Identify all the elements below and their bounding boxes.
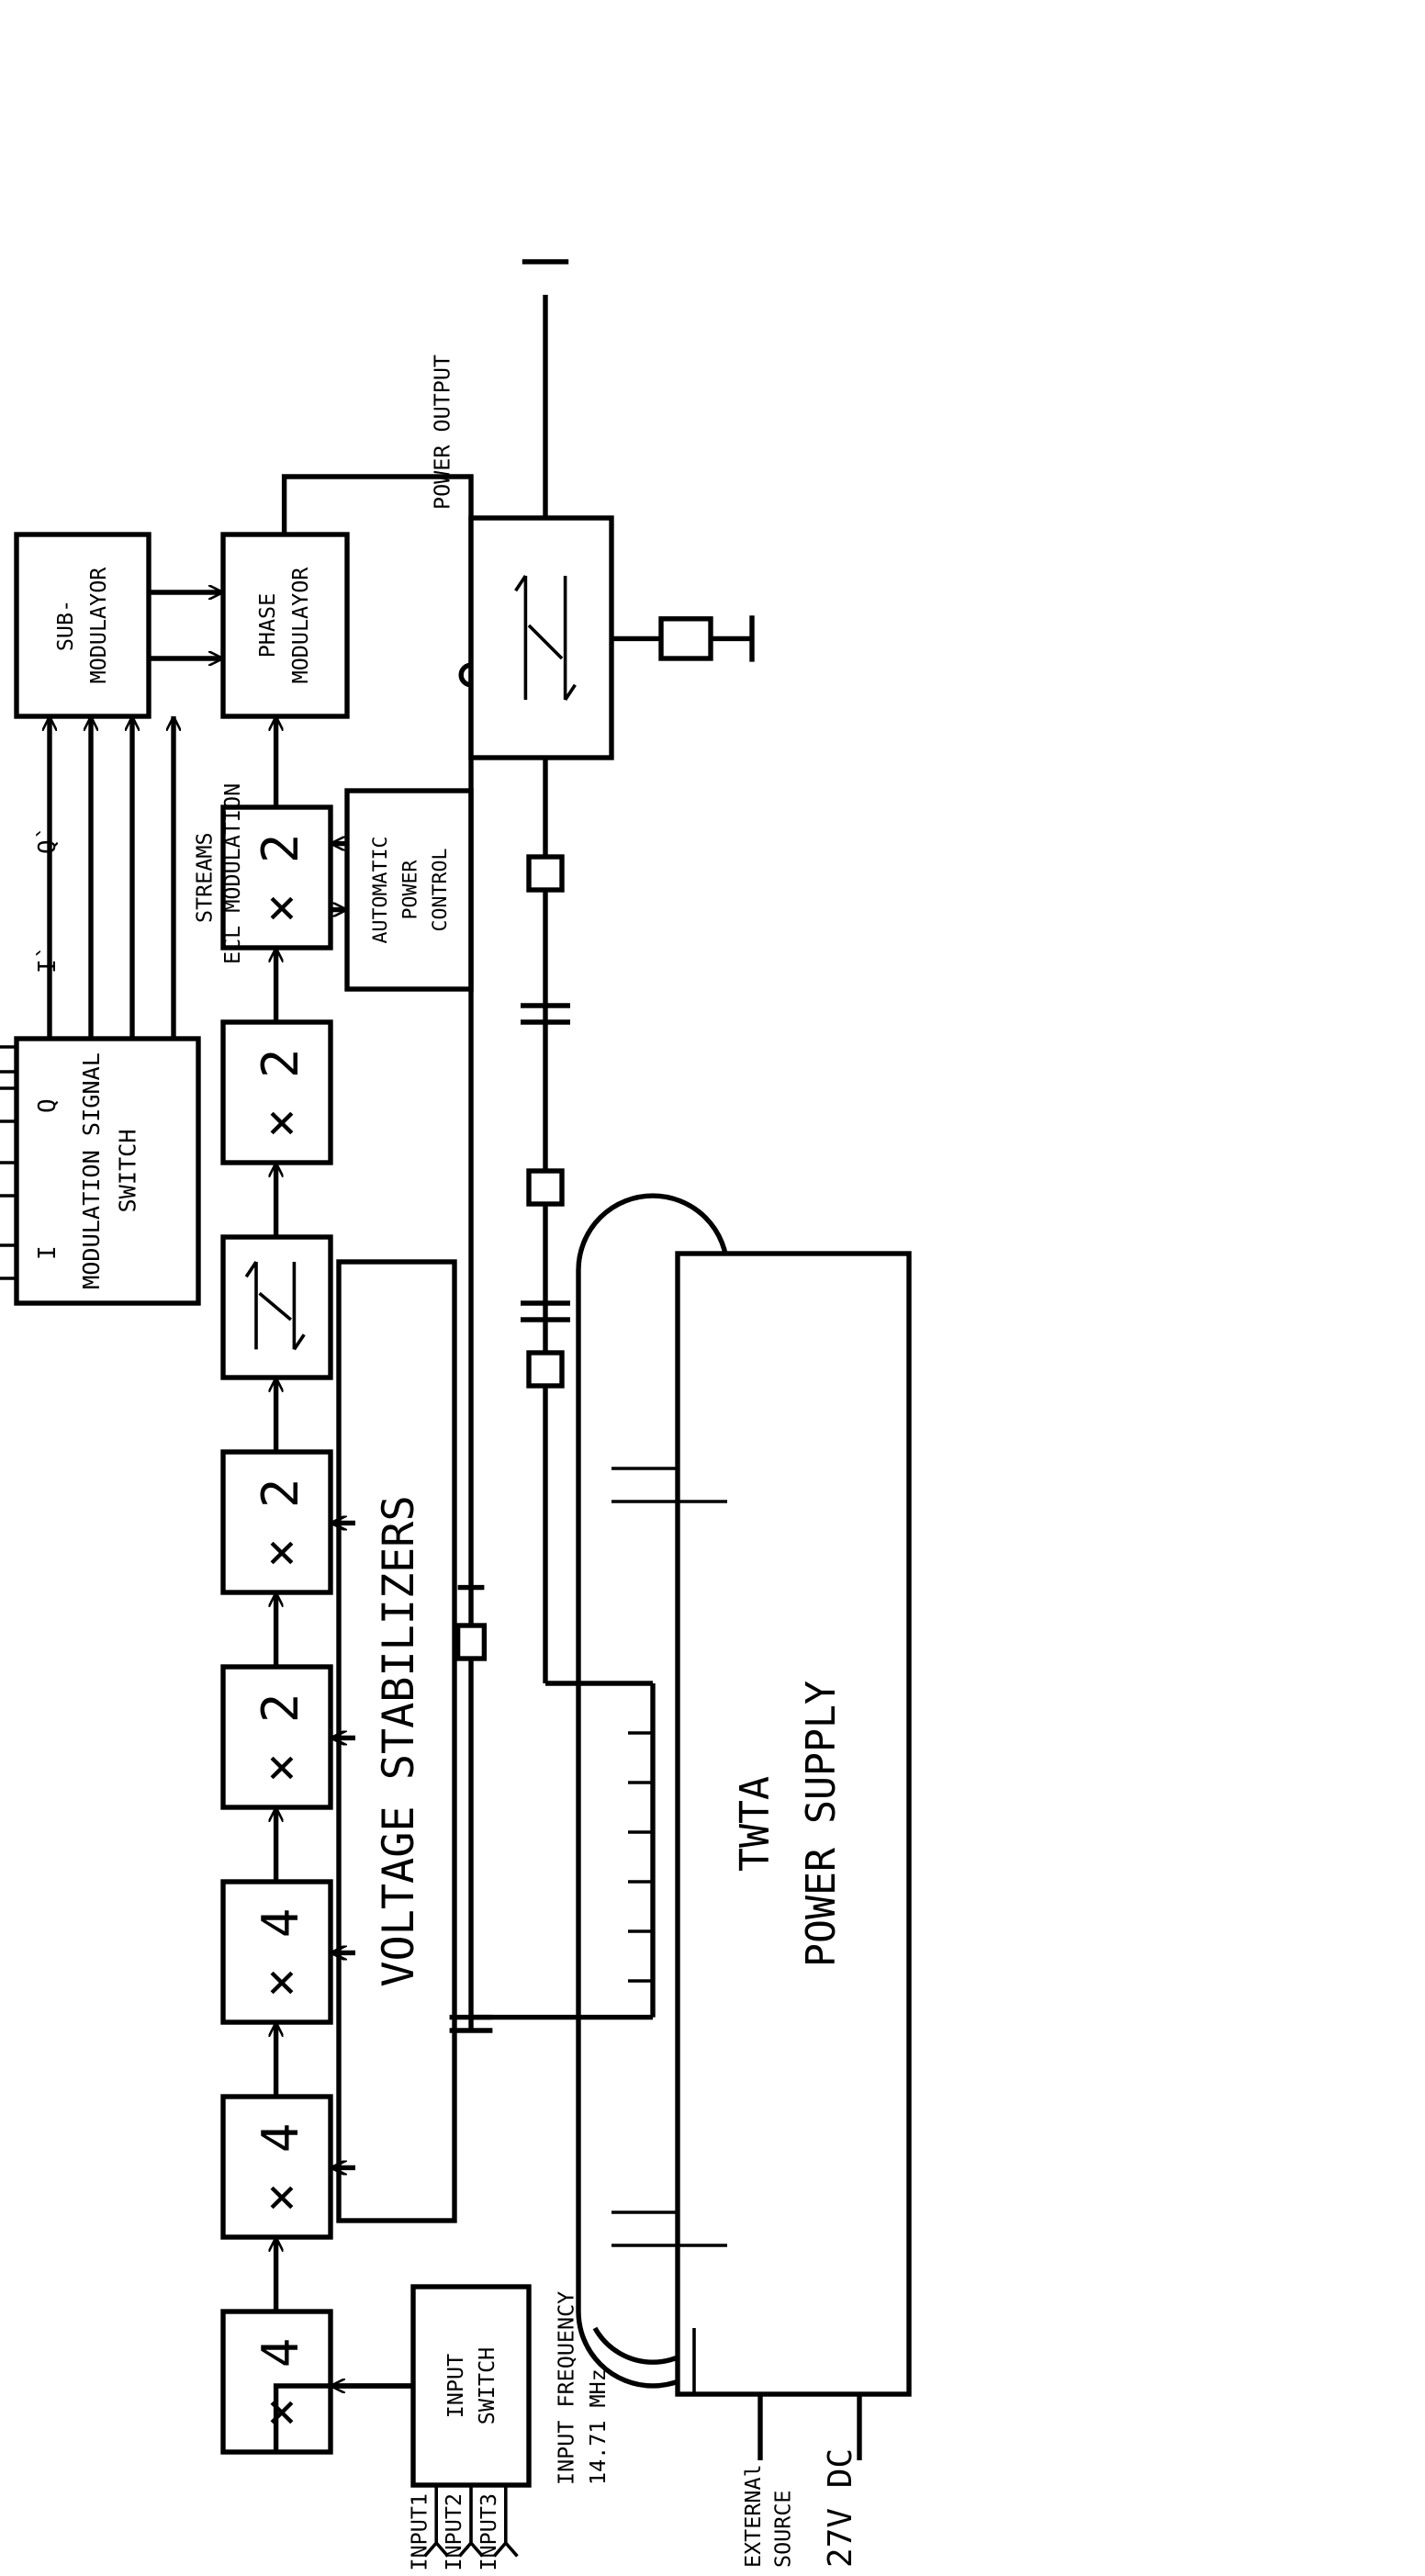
mult-block-6: × 2: [220, 1019, 333, 1165]
input1-label: INPUT1: [406, 2493, 432, 2571]
svg-text:× 4: × 4: [252, 1908, 309, 1998]
svg-text:Q`: Q`: [34, 826, 62, 854]
svg-text:× 4: × 4: [252, 2338, 309, 2428]
iq-labels: I Q I` Q`: [34, 826, 62, 1260]
svg-text:SWITCH: SWITCH: [474, 2347, 499, 2425]
svg-text:MODULAYOR: MODULAYOR: [287, 567, 313, 684]
svg-text:PHASE: PHASE: [254, 593, 280, 658]
svg-text:Q: Q: [34, 1098, 62, 1113]
mult-block-5: × 2: [220, 1449, 333, 1595]
svg-text:TWTA: TWTA: [733, 1776, 779, 1872]
ecl-stream-lines: [50, 716, 174, 1040]
input3-label: INPUT3: [476, 2493, 501, 2571]
twta-power-supply: TWTA POWER SUPPLY: [675, 1251, 912, 2397]
rf-line-coupler: [454, 1584, 488, 1661]
stabilizer-arrows: [330, 1523, 355, 2167]
input-switch: INPUT SWITCH: [410, 2284, 532, 2488]
mult-block-4: × 2: [220, 1664, 333, 1810]
svg-text:INPUT: INPUT: [443, 2354, 468, 2418]
svg-text:CONTROL: CONTROL: [429, 849, 452, 932]
svg-text:I: I: [34, 1245, 62, 1260]
output-isolator: [468, 515, 755, 760]
svg-text:MODULATION SIGNAL: MODULATION SIGNAL: [78, 1052, 105, 1289]
svg-text:× 4: × 4: [252, 2123, 309, 2213]
svg-text:SUB-: SUB-: [52, 600, 78, 651]
external-source-label-2: SOURCE: [769, 2491, 795, 2569]
helix-teeth: [627, 1731, 653, 1983]
voltage-stabilizers: VOLTAGE STABILIZERS: [336, 1259, 457, 2223]
svg-text:AUTOMATIC: AUTOMATIC: [369, 837, 392, 944]
sub-modulator: SUB- MODULAYOR: [14, 532, 151, 719]
phase-modulator: PHASE MODULAYOR: [220, 532, 350, 719]
svg-text:POWER SUPPLY: POWER SUPPLY: [799, 1681, 845, 1967]
svg-text:I`: I`: [34, 945, 62, 973]
svg-text:× 2: × 2: [252, 834, 309, 924]
supply-connections: [677, 1500, 727, 2395]
input-lines: [423, 2485, 519, 2558]
dc-voltage-label: 27V DC: [822, 2448, 859, 2568]
external-source-lines: [757, 2394, 862, 2461]
svg-text:MODULAYOR: MODULAYOR: [85, 567, 111, 684]
mult-block-3: × 4: [220, 1879, 333, 2025]
svg-text:POWER: POWER: [399, 861, 422, 920]
input-frequency-label: INPUT FREQUENCY: [554, 2291, 579, 2485]
output-line: [520, 854, 570, 1389]
svg-text:VOLTAGE STABILIZERS: VOLTAGE STABILIZERS: [375, 1495, 424, 1986]
isolator-block: [220, 1234, 333, 1380]
svg-text:× 2: × 2: [252, 1049, 309, 1139]
mult-block-2: × 4: [220, 2094, 333, 2240]
power-output-label: POWER OUTPUT: [430, 354, 455, 510]
svg-text:× 2: × 2: [252, 1693, 309, 1783]
input-frequency-value: 14.71 MHz: [585, 2368, 611, 2485]
rf-line-upper: [281, 474, 474, 1676]
modulation-signal-switch: MODULATION SIGNAL SWITCH: [14, 1036, 201, 1306]
automatic-power-control: AUTOMATIC POWER CONTROL: [344, 788, 474, 992]
svg-text:× 2: × 2: [252, 1479, 309, 1569]
iq-pins: [0, 1045, 17, 1280]
ecl-label: ECL MODULATION: [219, 783, 245, 964]
ecl-label-2: STREAMS: [191, 832, 217, 923]
external-source-label: EXTERNAl: [740, 2464, 766, 2568]
svg-text:SWITCH: SWITCH: [115, 1130, 141, 1213]
input2-label: INPUT2: [441, 2493, 466, 2571]
